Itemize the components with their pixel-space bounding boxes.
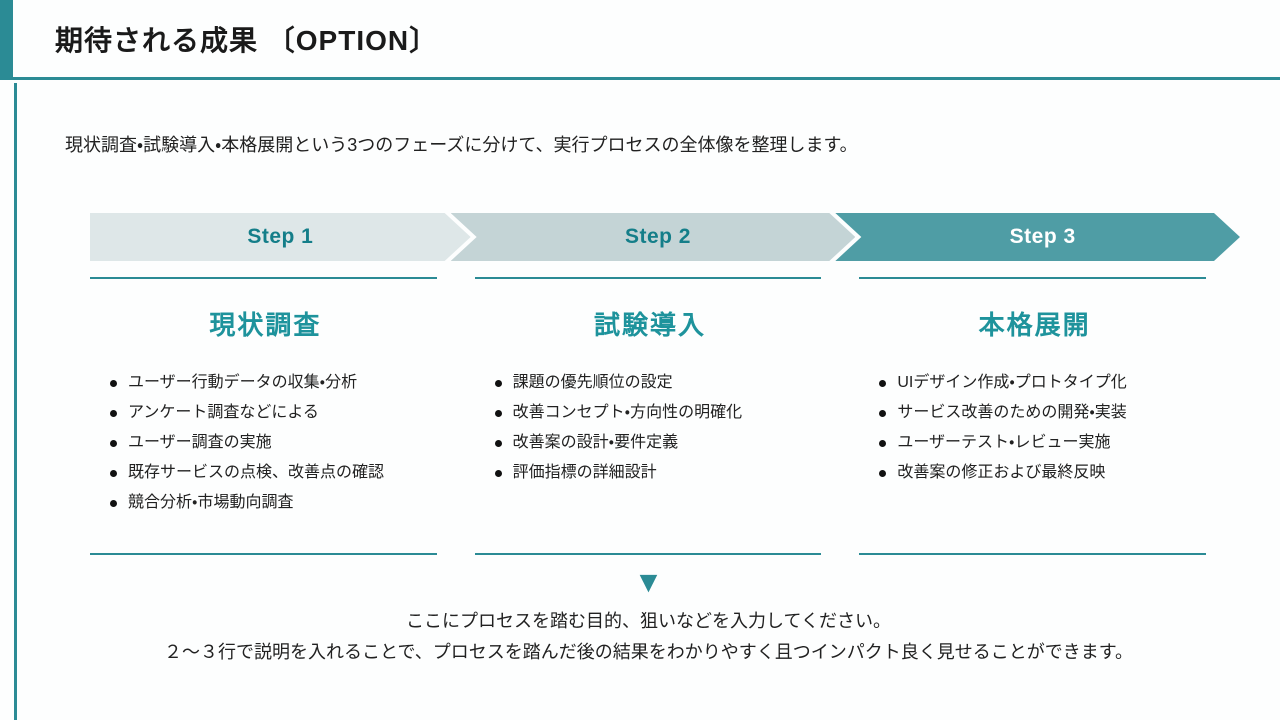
step3-banner-label: Step 3 <box>1009 225 1076 248</box>
step1-heading: 現状調査 <box>209 310 322 340</box>
bullet-item: ユーザーテスト・レビュー実施 <box>877 428 1210 458</box>
page-title: 期待される成果 〔OPTION〕 <box>55 24 439 56</box>
step3-bullet-list: UIデザイン作成・プロトタイプ化サービス改善のための開発・実装ユーザーテスト・レ… <box>859 368 1210 488</box>
slide-header: 期待される成果 〔OPTION〕 <box>13 0 1280 80</box>
phase-step3: Step 3 本格展開 UIデザイン作成・プロトタイプ化サービス改善のための開発… <box>859 213 1210 555</box>
intro-text: 現状調査・試験導入・本格展開という3つのフェーズに分けて、実行プロセスの全体像を… <box>65 135 858 155</box>
bullet-item: ユーザー調査の実施 <box>108 428 441 458</box>
bullet-item: サービス改善のための開発・実装 <box>877 398 1210 428</box>
bullet-item: ユーザー行動データの収集・分析 <box>108 368 441 398</box>
step1-banner-arrow: Step 1 <box>90 213 471 261</box>
step2-banner-arrow: Step 2 <box>451 213 856 261</box>
slide-body: 現状調査・試験導入・本格展開という3つのフェーズに分けて、実行プロセスの全体像を… <box>17 83 1280 720</box>
step3-heading: 本格展開 <box>978 310 1091 340</box>
accent-corner-block <box>0 0 13 80</box>
footer-text-line1: ここにプロセスを踏む目的、狙いなどを入力してください。 <box>406 611 891 631</box>
bullet-item: 評価指標の詳細設計 <box>493 458 826 488</box>
phase-step2: Step 2 試験導入 課題の優先順位の設定改善コンセプト・方向性の明確化改善案… <box>475 213 826 555</box>
down-triangle-icon: ▼ <box>633 566 664 599</box>
step3-bottom-rule <box>859 553 1206 555</box>
step1-bullet-list: ユーザー行動データの収集・分析アンケート調査などによるユーザー調査の実施既存サー… <box>90 368 441 518</box>
footer-text-line2: ２〜３行で説明を入れることで、プロセスを踏んだ後の結果をわかりやすく且つインパク… <box>164 642 1133 662</box>
bullet-item: 競合分析・市場動向調査 <box>108 488 441 518</box>
step2-bullet-list: 課題の優先順位の設定改善コンセプト・方向性の明確化改善案の設計・要件定義評価指標… <box>475 368 826 488</box>
step1-banner-label: Step 1 <box>247 225 314 248</box>
step2-heading: 試験導入 <box>593 310 706 340</box>
step2-bottom-rule <box>474 553 822 555</box>
step3-banner-arrow: Step 3 <box>835 213 1240 261</box>
step1-bottom-rule <box>90 553 437 555</box>
bullet-item: 課題の優先順位の設定 <box>493 368 826 398</box>
phase-columns: Step 1 現状調査 ユーザー行動データの収集・分析アンケート調査などによるユ… <box>90 213 1210 555</box>
bullet-item: アンケート調査などによる <box>108 398 441 428</box>
bullet-item: 既存サービスの点検、改善点の確認 <box>108 458 441 488</box>
left-accent-rule <box>14 83 17 720</box>
bullet-item: 改善コンセプト・方向性の明確化 <box>493 398 826 428</box>
phase-step1: Step 1 現状調査 ユーザー行動データの収集・分析アンケート調査などによるユ… <box>90 213 441 555</box>
step2-banner-label: Step 2 <box>624 225 691 248</box>
bullet-item: 改善案の設計・要件定義 <box>493 428 826 458</box>
step3-top-rule <box>859 277 1206 279</box>
bullet-item: UIデザイン作成・プロトタイプ化 <box>877 368 1210 398</box>
step1-top-rule <box>90 277 437 279</box>
bullet-item: 改善案の修正および最終反映 <box>877 458 1210 488</box>
step2-top-rule <box>474 277 822 279</box>
